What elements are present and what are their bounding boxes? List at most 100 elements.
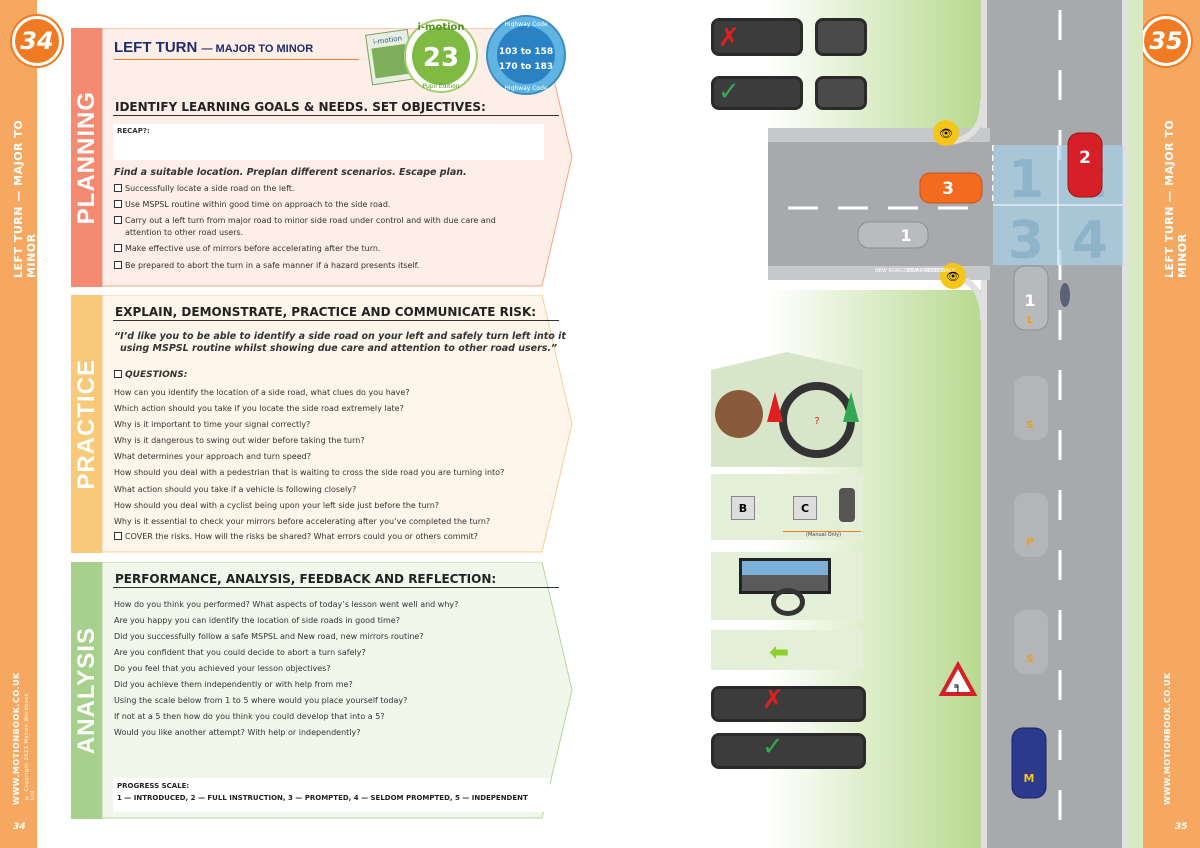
practice-question: Why is it essential to check your mirror… bbox=[114, 517, 491, 526]
grey-car-side bbox=[857, 221, 929, 249]
recap-box[interactable]: RECAP?: bbox=[113, 124, 544, 160]
hc-label-top-text: Highway Code bbox=[504, 21, 548, 28]
mirror-image bbox=[815, 76, 867, 110]
blue-car bbox=[1011, 727, 1047, 799]
zone-4: 4 bbox=[1072, 211, 1108, 271]
cover-line-text: COVER the risks. How will the risks be s… bbox=[125, 532, 478, 541]
title-main: LEFT TURN bbox=[114, 39, 198, 56]
practice-tab bbox=[71, 295, 102, 553]
grey-car-s2 bbox=[1014, 610, 1048, 674]
right-website: WWW.MOTIONBOOK.CO.UK bbox=[1163, 672, 1172, 805]
planning-item-text: Carry out a left turn from major road to… bbox=[125, 216, 496, 225]
letter-L: L bbox=[1027, 315, 1034, 326]
analysis-tab-label: ANALYSIS bbox=[72, 626, 100, 755]
analysis-question: Did you successfully follow a safe MSPSL… bbox=[114, 632, 424, 641]
i-motion-badge: i-motion i-motion 23 Pupil Edition bbox=[365, 19, 478, 93]
progress-scale: 1 — INTRODUCED, 2 — FULL INSTRUCTION, 3 … bbox=[117, 794, 528, 802]
title-underline bbox=[114, 59, 359, 60]
warning-sign-icon bbox=[938, 660, 978, 696]
grey-car-p bbox=[1014, 493, 1048, 557]
planning-item-cont: attention to other road users. bbox=[125, 228, 244, 237]
questions-label: QUESTIONS: bbox=[125, 370, 188, 380]
planning-item: Make effective use of mirrors before acc… bbox=[114, 244, 380, 253]
right-sidebar: LEFT TURN — MAJOR TO MINOR WWW.MOTIONBOO… bbox=[1143, 0, 1200, 848]
analysis-question: If not at a 5 then how do you think you … bbox=[114, 712, 385, 721]
badge-edition: Pupil Edition bbox=[422, 83, 459, 90]
planning-heading: IDENTIFY LEARNING GOALS & NEEDS. SET OBJ… bbox=[115, 100, 486, 114]
right-side-title: LEFT TURN — MAJOR TO MINOR bbox=[1163, 119, 1189, 278]
analysis-heading-rule bbox=[113, 587, 559, 588]
letter-S2: S bbox=[1026, 654, 1033, 665]
book-logo-text: i-motion bbox=[373, 34, 403, 46]
mirror-b: B bbox=[731, 496, 755, 520]
letter-S: S bbox=[1026, 420, 1033, 431]
analysis-question: Are you happy you can identify the locat… bbox=[114, 616, 400, 625]
mirror-check-illustration: B C (Manual Only) bbox=[711, 474, 863, 540]
practice-panel-bg bbox=[102, 295, 573, 553]
tick-icon: ✓ bbox=[718, 77, 740, 107]
zone-3: 3 bbox=[1008, 211, 1044, 271]
practice-question: Why is it dangerous to swing out wider b… bbox=[114, 436, 365, 445]
left-arrow-icon: ⬅ bbox=[769, 638, 790, 666]
analysis-question: Would you like another attempt? With hel… bbox=[114, 728, 361, 737]
signal-illustration: ⬅ bbox=[711, 630, 863, 670]
hc-label-bottom: Highway Code bbox=[504, 85, 548, 92]
checkbox[interactable] bbox=[114, 532, 122, 540]
planning-item-text: Successfully locate a side road on the l… bbox=[125, 184, 295, 193]
steering-wheel-icon bbox=[771, 588, 805, 616]
practice-section: PRACTICE EXPLAIN, DEMONSTRATE, PRACTICE … bbox=[71, 295, 573, 553]
grey-car-s bbox=[1014, 376, 1048, 440]
badge-brand: i-motion bbox=[417, 22, 464, 33]
checkbox[interactable] bbox=[114, 200, 122, 208]
practice-question: What determines your approach and turn s… bbox=[114, 452, 311, 461]
wheel-mark: ? bbox=[814, 416, 819, 427]
planning-item-text: Be prepared to abort the turn in a safe … bbox=[125, 261, 420, 270]
checkbox[interactable] bbox=[114, 184, 122, 192]
analysis-question: Do you feel that you achieved your lesso… bbox=[114, 664, 331, 673]
practice-quote-1: “I’d like you to be able to identify a s… bbox=[114, 331, 566, 342]
mirror-c: C bbox=[793, 496, 817, 520]
mirror-check-right: ✓ bbox=[711, 732, 866, 769]
questions-header: QUESTIONS: bbox=[114, 370, 187, 380]
checkbox[interactable] bbox=[114, 244, 122, 252]
road-label-right: 75% IN, STEER BACK bbox=[903, 268, 956, 274]
checkbox[interactable] bbox=[114, 216, 122, 224]
progress-scale-box: PROGRESS SCALE: 1 — INTRODUCED, 2 — FULL… bbox=[113, 778, 550, 812]
practice-heading: EXPLAIN, DEMONSTRATE, PRACTICE AND COMMU… bbox=[115, 305, 537, 319]
planning-item: Be prepared to abort the turn in a safe … bbox=[114, 261, 419, 270]
tick-icon: ✓ bbox=[762, 732, 784, 762]
driver-view-illustration bbox=[711, 552, 863, 620]
planning-section: PLANNING LEFT TURN — MAJOR TO MINOR IDEN… bbox=[71, 28, 573, 287]
cyclist-icon bbox=[1060, 283, 1070, 307]
cross-icon: ✗ bbox=[718, 23, 740, 53]
road-label-left: NEW ROAD, NEW MIRRORS bbox=[875, 268, 943, 274]
cover-line: COVER the risks. How will the risks be s… bbox=[114, 532, 478, 541]
manual-only-label: (Manual Only) bbox=[806, 532, 842, 538]
analysis-question: Are you confident that you could decide … bbox=[114, 648, 366, 657]
progress-label: PROGRESS SCALE: bbox=[117, 782, 190, 790]
left-footer-number: 34 bbox=[13, 822, 26, 832]
practice-question: How can you identify the location of a s… bbox=[114, 388, 410, 397]
practice-heading-rule bbox=[113, 320, 559, 321]
recap-label: RECAP?: bbox=[117, 127, 150, 135]
svg-text:👁: 👁 bbox=[939, 127, 953, 140]
letter-M: M bbox=[1024, 772, 1035, 785]
left-website: WWW.MOTIONBOOK.CO.UK bbox=[12, 672, 21, 805]
practice-tab-label: PRACTICE bbox=[72, 358, 100, 490]
car-2-label: 2 bbox=[1079, 148, 1091, 168]
planning-item: Use MSPSL routine within good time on ap… bbox=[114, 200, 390, 209]
planning-tab bbox=[71, 28, 102, 287]
checkbox[interactable] bbox=[114, 370, 122, 378]
mirror-image bbox=[815, 18, 867, 56]
mirror-check-wrong: ✗ bbox=[711, 685, 866, 722]
svg-text:👁: 👁 bbox=[946, 270, 960, 283]
checkbox[interactable] bbox=[114, 261, 122, 269]
zone-1: 1 bbox=[1008, 150, 1044, 210]
planning-item: Successfully locate a side road on the l… bbox=[114, 184, 294, 193]
gear-stick-icon bbox=[839, 488, 855, 522]
letter-P: P bbox=[1026, 537, 1033, 548]
analysis-panel-bg bbox=[102, 562, 573, 819]
cross-icon: ✗ bbox=[762, 685, 784, 715]
highway-code-badge: Highway Code 103 to 158 170 to 183 Highw… bbox=[486, 15, 566, 95]
page-title: LEFT TURN — MAJOR TO MINOR bbox=[114, 39, 313, 56]
